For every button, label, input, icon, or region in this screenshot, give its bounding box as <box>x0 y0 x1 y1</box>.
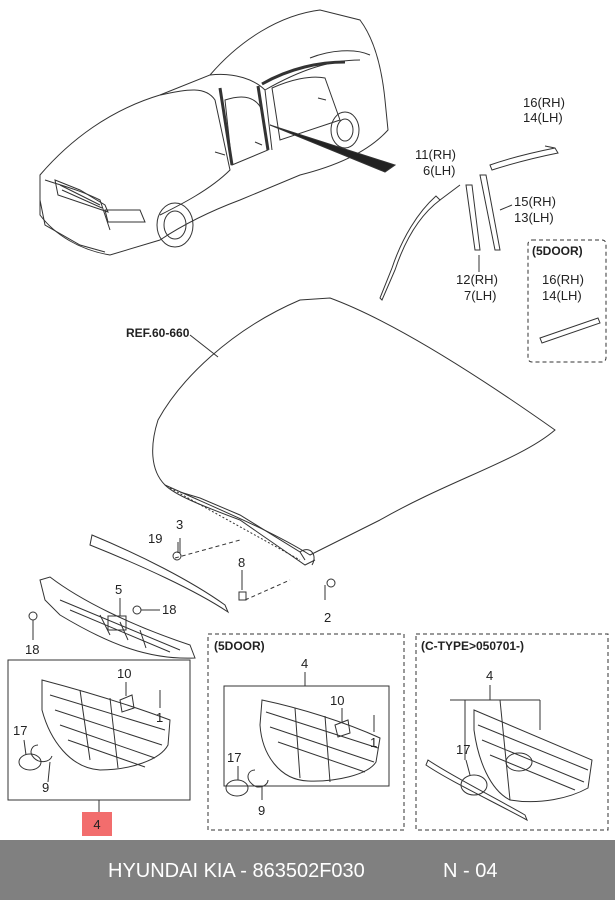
car-illustration <box>39 9 397 256</box>
callout-7-lh: 7(LH) <box>464 288 497 303</box>
callout-1: 1 <box>156 710 164 725</box>
radiator-grille-5door <box>225 699 381 797</box>
reference-label: REF.60-660 <box>126 326 190 340</box>
footer-part-number: HYUNDAI KIA - 863502F030 <box>108 860 365 882</box>
callout-2: 2 <box>324 610 332 625</box>
callout-16-rh-top: 16(RH) <box>523 95 565 110</box>
grille-box-5door <box>207 633 405 831</box>
callout-8: 8 <box>238 555 246 570</box>
diagram-drawing <box>7 9 609 831</box>
hood-illustration <box>152 297 556 566</box>
grille-box-5door-inner <box>223 685 390 787</box>
ctype-panel-title: (C-TYPE>050701-) <box>421 639 525 653</box>
radiator-grille-main <box>18 679 171 771</box>
door5-callout-9: 9 <box>258 803 266 818</box>
callout-6-lh: 6(LH) <box>423 163 456 178</box>
grille-box-main <box>7 659 191 801</box>
callout-13-lh: 13(LH) <box>514 210 554 225</box>
hood-moulding <box>89 534 230 614</box>
callout-10: 10 <box>117 666 132 681</box>
grille-bracket <box>39 576 196 659</box>
callout-11-rh: 11(RH) <box>415 147 456 162</box>
radiator-grille-ctype <box>425 699 593 822</box>
footer-page-code: N - 04 <box>443 860 498 882</box>
callout-14-lh-inset: 14(LH) <box>542 288 582 303</box>
ctype-callout-17: 17 <box>456 742 471 757</box>
door5-inset-title: (5DOOR) <box>532 244 583 258</box>
callout-5: 5 <box>115 582 123 597</box>
parts-diagram: 16(RH) 14(LH) 11(RH) 6(LH) 15(RH) 13(LH)… <box>7 9 609 836</box>
callout-12-rh: 12(RH) <box>456 272 498 287</box>
door5-callout-4: 4 <box>301 656 309 671</box>
callout-14-lh-top: 14(LH) <box>523 110 563 125</box>
door5-inset-box <box>527 239 607 363</box>
callout-17: 17 <box>13 723 28 738</box>
callout-15-rh: 15(RH) <box>514 194 556 209</box>
callout-9: 9 <box>42 780 50 795</box>
callout-18-left: 18 <box>25 642 40 657</box>
door5-callout-1: 1 <box>370 735 378 750</box>
leader-lines <box>23 538 491 812</box>
callout-16-rh-inset: 16(RH) <box>542 272 584 287</box>
callout-18-right: 18 <box>162 602 177 617</box>
door5-callout-10: 10 <box>330 693 345 708</box>
moulding-parts <box>379 145 601 344</box>
part-number-footer: HYUNDAI KIA - 863502F030 N - 04 <box>0 840 615 900</box>
selected-part-4: 4 <box>82 812 112 836</box>
door5-panel-title: (5DOOR) <box>214 639 265 653</box>
callout-19: 19 <box>148 531 163 546</box>
hardware-fasteners <box>28 542 336 640</box>
door5-callout-17: 17 <box>227 750 242 765</box>
callout-3: 3 <box>176 517 184 532</box>
grille-box-ctype <box>415 633 609 831</box>
ctype-callout-4: 4 <box>486 668 494 683</box>
